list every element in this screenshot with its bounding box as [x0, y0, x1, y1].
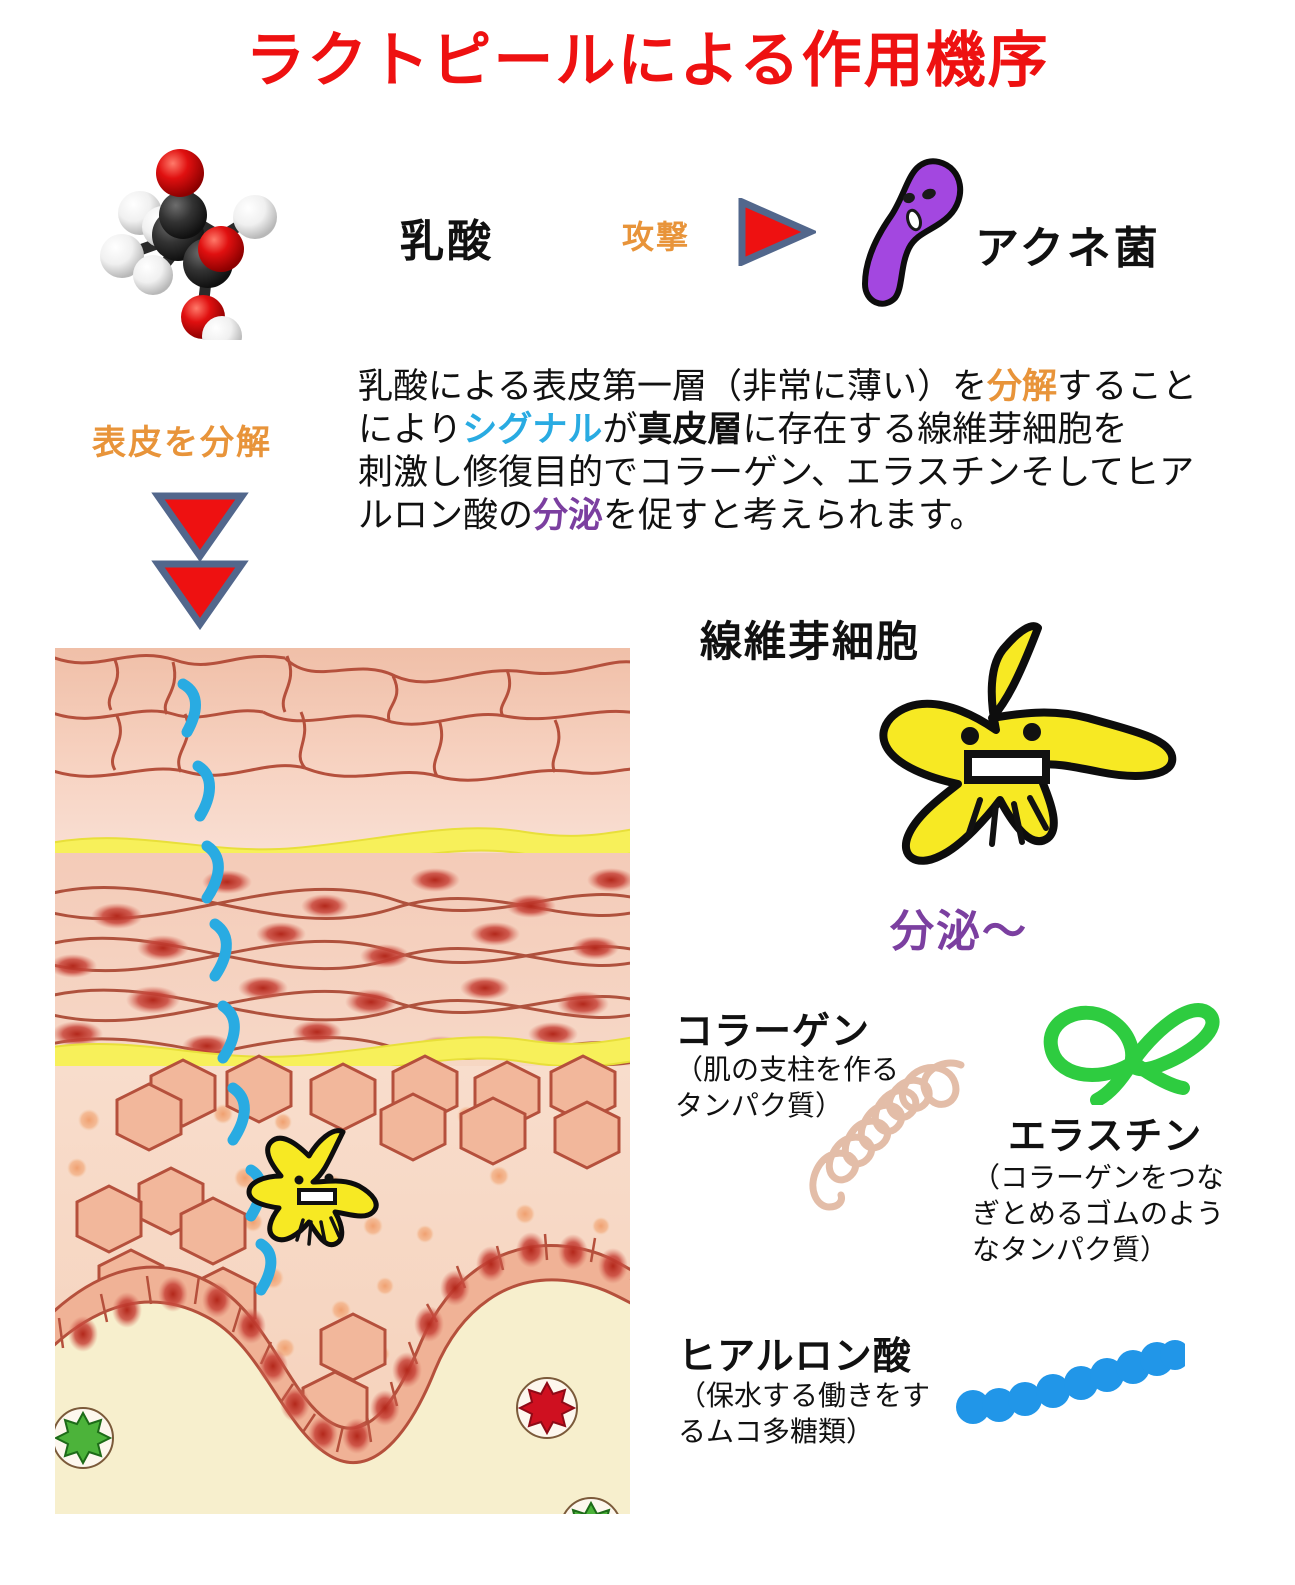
fibroblast-character-icon: [800, 620, 1190, 910]
skin-cross-section-diagram: [55, 648, 630, 1514]
hyaluronic-acid-description: （保水する働きをするムコ多糖類）: [678, 1380, 931, 1447]
paragraph-highlight-signal: シグナル: [462, 410, 603, 449]
right-triangle-arrow-icon: [736, 196, 819, 268]
mechanism-description-paragraph: 乳酸による表皮第一層（非常に薄い）を分解すること によりシグナルが真皮層に存在す…: [358, 365, 1197, 537]
hyaluronic-acid-label: ヒアルロン酸: [678, 1336, 912, 1378]
elastin-description: （コラーゲンをつなぎとめるゴムのようなタンパク質）: [972, 1162, 1225, 1265]
paragraph-line2-c: に存在する線維芽細胞を: [742, 410, 1128, 449]
attack-label: 攻撃: [622, 219, 691, 255]
elastin-bow-icon: [1025, 990, 1225, 1107]
paragraph-line2-a: により: [358, 410, 463, 449]
collagen-label: コラーゲン: [675, 1011, 871, 1053]
elastin-label: エラスチン: [1008, 1116, 1203, 1158]
acne-bacterium-icon: [845, 150, 985, 310]
paragraph-bold-dermis: 真皮層: [637, 410, 743, 449]
paragraph-line4-a: ルロン酸の: [358, 496, 534, 535]
paragraph-highlight-decompose: 分解: [986, 367, 1057, 406]
hyaluronic-acid-chain-icon: [955, 1335, 1190, 1425]
double-down-arrow-icon: [150, 490, 250, 631]
fibroblast-label: 線維芽細胞: [700, 618, 921, 665]
small-fibroblast: [246, 1128, 379, 1248]
paragraph-line1-a: 乳酸による表皮第一層（非常に薄い）を: [358, 367, 987, 406]
acne-bacteria-label: アクネ菌: [975, 224, 1161, 273]
collagen-description: （肌の支柱を作るタンパク質）: [675, 1054, 900, 1121]
paragraph-line1-b: すること: [1056, 367, 1197, 406]
paragraph-line4-b: を促すと考えられます。: [603, 496, 985, 535]
secretion-label: 分泌〜: [890, 907, 1028, 956]
peel-epidermis-label: 表皮を分解: [92, 424, 272, 462]
lactic-acid-molecule-icon: [80, 145, 370, 340]
lactic-acid-label: 乳酸: [400, 217, 494, 266]
paragraph-line3: 刺激し修復目的でコラーゲン、エラスチンそしてヒア: [358, 453, 1195, 492]
paragraph-line2-b: が: [602, 410, 638, 449]
paragraph-highlight-secretion: 分泌: [533, 496, 604, 535]
signal-zigzag: [177, 678, 277, 1296]
collagen-helix-icon: [755, 1055, 970, 1230]
page-title: ラクトピールによる作用機序: [245, 27, 1050, 94]
